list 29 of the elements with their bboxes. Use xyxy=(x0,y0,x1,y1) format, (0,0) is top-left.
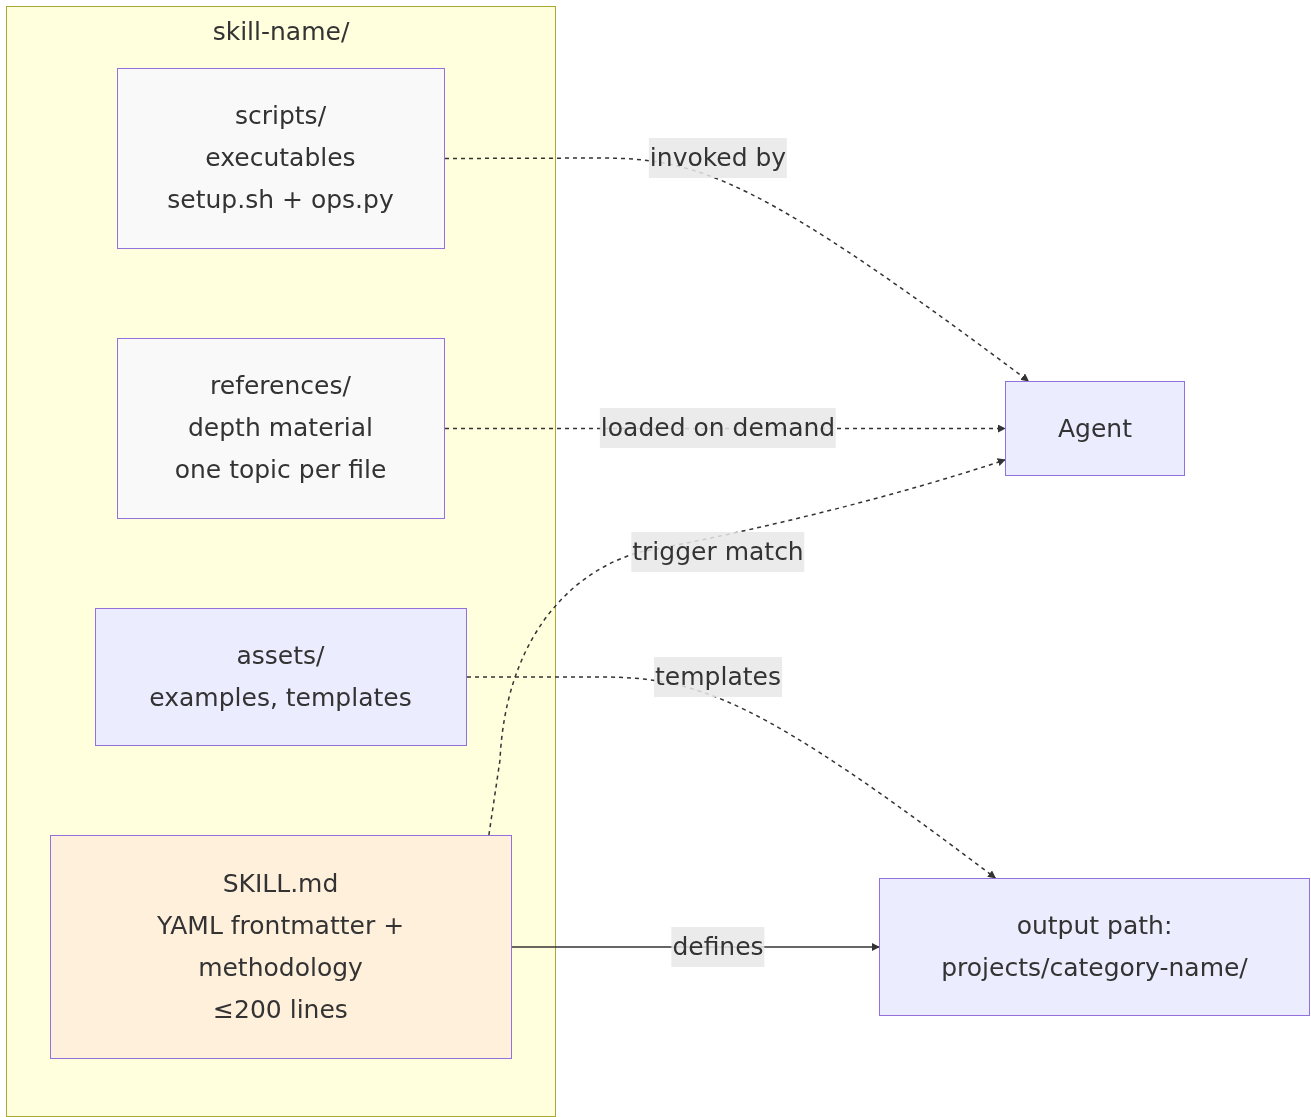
node-label: assets/ xyxy=(236,639,325,672)
node-label: executables xyxy=(205,142,356,174)
node-label: SKILL.md xyxy=(222,867,339,900)
edge-label: templates xyxy=(654,657,782,697)
edge-label: trigger match xyxy=(631,532,805,572)
edge-label: loaded on demand xyxy=(599,408,837,448)
container-title: skill-name/ xyxy=(212,16,350,48)
arrow xyxy=(444,157,1030,382)
edge-label: invoked by xyxy=(648,138,788,178)
folder-box xyxy=(116,337,445,519)
node-label: depth material xyxy=(187,412,374,444)
node-label: projects/category-name/ xyxy=(941,952,1248,984)
node-label: output path: xyxy=(1016,910,1173,942)
node-label: one topic per file xyxy=(174,454,387,486)
node-label: YAML frontmatter + methodology xyxy=(155,909,406,984)
node-label: scripts/ xyxy=(234,100,327,132)
node-label: references/ xyxy=(210,370,351,402)
edge-label: defines xyxy=(671,927,765,967)
folder-box xyxy=(116,67,445,249)
agent-box xyxy=(1005,381,1185,476)
node-label: ≤200 lines xyxy=(213,993,348,1026)
node-label: Agent xyxy=(1058,412,1132,445)
output-box xyxy=(879,878,1310,1016)
node-label: setup.sh + ops.py xyxy=(167,184,394,216)
node-label: examples, templates xyxy=(149,681,412,714)
folder-box xyxy=(94,607,467,746)
file-box xyxy=(49,834,512,1059)
folder-container xyxy=(6,6,556,1117)
arrow xyxy=(466,676,997,879)
